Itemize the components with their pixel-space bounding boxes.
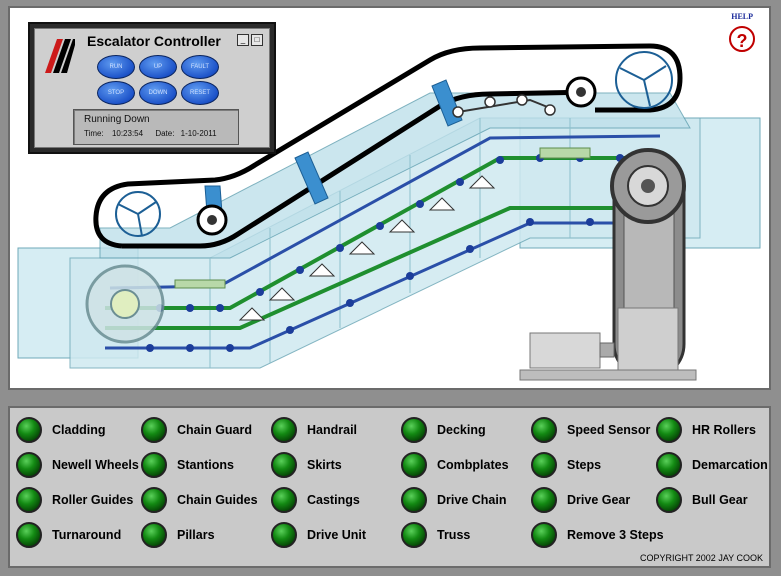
component-toggle-hr-rollers[interactable]: HR Rollers bbox=[656, 417, 756, 443]
led-indicator-icon bbox=[656, 452, 682, 478]
stop-button[interactable]: STOP bbox=[97, 81, 135, 105]
component-label: Steps bbox=[567, 458, 602, 472]
component-label: Decking bbox=[437, 423, 486, 437]
component-toggle-stantions[interactable]: Stantions bbox=[141, 452, 234, 478]
component-toggle-remove-3-steps[interactable]: Remove 3 Steps bbox=[531, 522, 664, 548]
help-label[interactable]: HELP bbox=[731, 12, 753, 21]
led-indicator-icon bbox=[271, 452, 297, 478]
component-label: Drive Gear bbox=[567, 493, 631, 507]
component-toggle-chain-guides[interactable]: Chain Guides bbox=[141, 487, 258, 513]
balustrade bbox=[99, 92, 691, 259]
component-toggle-decking[interactable]: Decking bbox=[401, 417, 486, 443]
component-toggle-drive-chain[interactable]: Drive Chain bbox=[401, 487, 507, 513]
component-label: Roller Guides bbox=[52, 493, 134, 507]
component-toggle-drive-unit[interactable]: Drive Unit bbox=[271, 522, 367, 548]
component-toggle-speed-sensor[interactable]: Speed Sensor bbox=[531, 417, 651, 443]
maximize-button[interactable]: □ bbox=[251, 34, 263, 46]
component-toggle-turnaround[interactable]: Turnaround bbox=[16, 522, 122, 548]
led-indicator-icon bbox=[531, 487, 557, 513]
component-toggle-cladding[interactable]: Cladding bbox=[16, 417, 106, 443]
led-indicator-icon bbox=[141, 417, 167, 443]
component-toggle-handrail[interactable]: Handrail bbox=[271, 417, 358, 443]
component-label: Bull Gear bbox=[692, 493, 748, 507]
component-toggle-newell-wheels[interactable]: Newell Wheels bbox=[16, 452, 139, 478]
run-button[interactable]: RUN bbox=[97, 55, 135, 79]
minimize-button[interactable]: _ bbox=[237, 34, 249, 46]
component-label: Chain Guard bbox=[177, 423, 253, 437]
reset-button[interactable]: RESET bbox=[181, 81, 219, 105]
component-label: Drive Unit bbox=[307, 528, 367, 542]
status-display: Running Down Time: 10:23:54 Date: 1-10-2… bbox=[73, 109, 239, 145]
component-toggle-combplates[interactable]: Combplates bbox=[401, 452, 509, 478]
fault-button[interactable]: FAULT bbox=[181, 55, 219, 79]
led-indicator-icon bbox=[401, 522, 427, 548]
led-indicator-icon bbox=[401, 487, 427, 513]
component-label: Truss bbox=[437, 528, 471, 542]
led-indicator-icon bbox=[16, 452, 42, 478]
up-button[interactable]: UP bbox=[139, 55, 177, 79]
component-label: Cladding bbox=[52, 423, 106, 437]
led-indicator-icon bbox=[656, 487, 682, 513]
led-indicator-icon bbox=[401, 452, 427, 478]
component-label: Drive Chain bbox=[437, 493, 507, 507]
date-label: Date: bbox=[155, 129, 175, 138]
led-indicator-icon bbox=[141, 522, 167, 548]
window-controls: _ □ bbox=[237, 34, 263, 46]
led-indicator-icon bbox=[16, 522, 42, 548]
led-indicator-icon bbox=[271, 417, 297, 443]
led-indicator-icon bbox=[141, 487, 167, 513]
component-label: Remove 3 Steps bbox=[567, 528, 664, 542]
component-toggle-steps[interactable]: Steps bbox=[531, 452, 602, 478]
component-toggle-castings[interactable]: Castings bbox=[271, 487, 360, 513]
component-toggle-demarcation[interactable]: Demarcation bbox=[656, 452, 768, 478]
component-toggle-bull-gear[interactable]: Bull Gear bbox=[656, 487, 748, 513]
component-label: Newell Wheels bbox=[52, 458, 139, 472]
escalator-diagram-area: Escalator Controller _ □ RUN UP FAULT ST… bbox=[8, 6, 771, 390]
component-label: Speed Sensor bbox=[567, 423, 651, 437]
component-label: Castings bbox=[307, 493, 360, 507]
led-indicator-icon bbox=[16, 417, 42, 443]
component-label: Pillars bbox=[177, 528, 215, 542]
escalator-diagram bbox=[17, 43, 761, 381]
component-toggle-roller-guides[interactable]: Roller Guides bbox=[16, 487, 134, 513]
time-date-readout: Time: 10:23:54 Date: 1-10-2011 bbox=[84, 129, 217, 138]
component-toggle-truss[interactable]: Truss bbox=[401, 522, 471, 548]
component-label: Demarcation bbox=[692, 458, 768, 472]
led-indicator-icon bbox=[531, 417, 557, 443]
component-label: Combplates bbox=[437, 458, 509, 472]
date-value: 1-10-2011 bbox=[180, 129, 217, 138]
component-label: Handrail bbox=[307, 423, 358, 437]
led-indicator-icon bbox=[271, 522, 297, 548]
led-indicator-icon bbox=[656, 417, 682, 443]
time-value: 10:23:54 bbox=[111, 129, 144, 138]
question-mark-icon[interactable]: ? bbox=[729, 26, 755, 52]
drive-motor bbox=[529, 332, 601, 369]
led-indicator-icon bbox=[271, 487, 297, 513]
component-label: HR Rollers bbox=[692, 423, 756, 437]
component-label: Skirts bbox=[307, 458, 342, 472]
led-indicator-icon bbox=[401, 417, 427, 443]
component-toggle-pillars[interactable]: Pillars bbox=[141, 522, 215, 548]
component-label: Chain Guides bbox=[177, 493, 258, 507]
led-indicator-icon bbox=[531, 522, 557, 548]
escalator-controller-window: Escalator Controller _ □ RUN UP FAULT ST… bbox=[28, 22, 276, 154]
led-indicator-icon bbox=[531, 452, 557, 478]
led-indicator-icon bbox=[141, 452, 167, 478]
component-label: Turnaround bbox=[52, 528, 122, 542]
copyright-text: COPYRIGHT 2002 JAY COOK bbox=[639, 553, 763, 563]
down-button[interactable]: DOWN bbox=[139, 81, 177, 105]
controller-title: Escalator Controller bbox=[87, 33, 221, 49]
component-panel: Cladding Chain Guard Handrail Decking Speed … bbox=[8, 406, 771, 568]
component-toggle-drive-gear[interactable]: Drive Gear bbox=[531, 487, 631, 513]
component-label: Stantions bbox=[177, 458, 234, 472]
status-text: Running Down bbox=[84, 114, 150, 125]
component-toggle-skirts[interactable]: Skirts bbox=[271, 452, 342, 478]
time-label: Time: bbox=[84, 129, 104, 138]
led-indicator-icon bbox=[16, 487, 42, 513]
logo-icon bbox=[45, 39, 75, 73]
component-toggle-chain-guard[interactable]: Chain Guard bbox=[141, 417, 253, 443]
